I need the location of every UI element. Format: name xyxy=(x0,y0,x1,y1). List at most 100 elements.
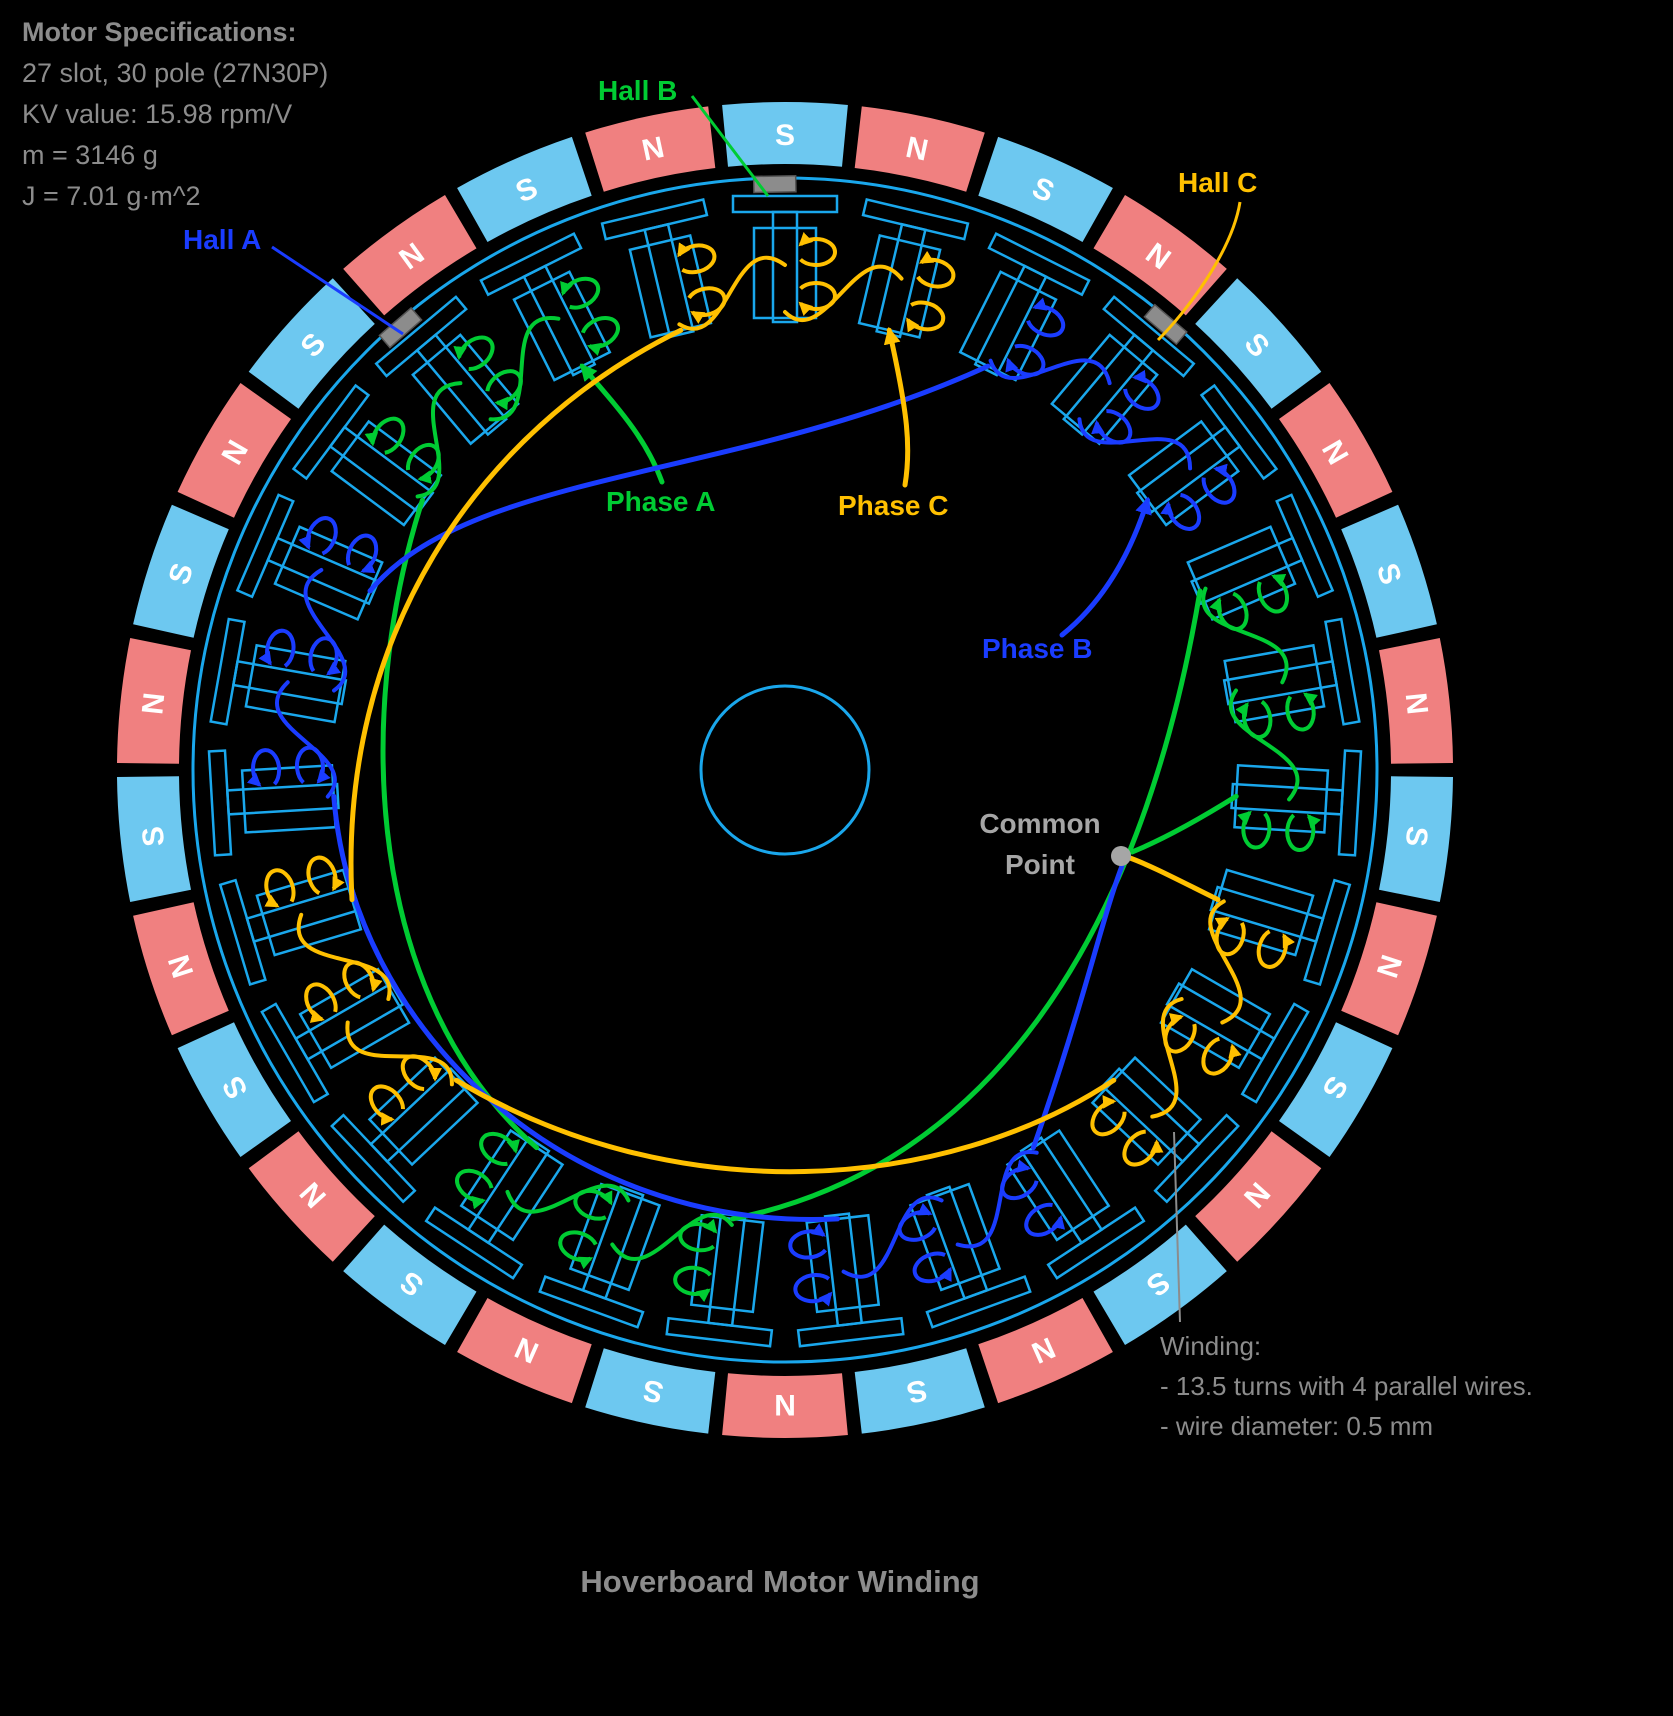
magnet-pole-s xyxy=(722,102,848,167)
winding-note: Winding: - 13.5 turns with 4 parallel wi… xyxy=(1160,1326,1533,1446)
coil-loop xyxy=(304,982,338,1023)
group-connector xyxy=(1228,688,1300,802)
coil-loop xyxy=(1090,1095,1127,1137)
magnet-pole-n xyxy=(457,1298,592,1404)
group-connector xyxy=(1150,997,1184,1119)
magnet-pole-s xyxy=(1279,1022,1393,1157)
coil-loop xyxy=(1201,463,1237,505)
coil-loop xyxy=(1201,1036,1242,1076)
common-point-label: Common Point xyxy=(955,803,1125,885)
motor-specs: Motor Specifications: 27 slot, 30 pole (… xyxy=(22,12,328,217)
coil-loop xyxy=(1235,700,1273,740)
coil-loop xyxy=(264,868,296,908)
magnet-pole-s xyxy=(248,278,375,409)
coil-loop xyxy=(479,1131,520,1167)
magnet-pole-s xyxy=(585,1348,716,1434)
coil-loop xyxy=(560,276,601,310)
group-connector xyxy=(488,316,561,422)
coil-loop xyxy=(298,516,338,556)
magnet-pole-s xyxy=(343,1224,477,1345)
coil-loop xyxy=(1024,1202,1066,1237)
phase-a-arc-right xyxy=(730,588,1203,1222)
phase-b-common-link xyxy=(1030,863,1125,1151)
phase-b-lead xyxy=(1059,496,1152,638)
magnet-pole-s xyxy=(1093,1224,1227,1345)
coil-loop xyxy=(678,1218,718,1253)
coil-loop xyxy=(916,250,956,289)
coil-loop xyxy=(580,316,620,356)
coil-loop xyxy=(897,1203,937,1242)
coil-loop xyxy=(798,281,837,316)
coil-loop xyxy=(1214,916,1246,957)
magnet-pole-s xyxy=(1341,504,1437,638)
stator-tooth-stem xyxy=(581,1185,645,1301)
phase-a-arc-left xyxy=(380,497,540,1151)
coil-loop xyxy=(1123,369,1161,411)
stator-tooth-stem xyxy=(1019,1136,1104,1245)
hall-c-label: Hall C xyxy=(1178,167,1258,198)
coil-loop xyxy=(295,745,331,785)
coil-loop xyxy=(246,748,282,787)
magnet-pole-n xyxy=(343,195,477,316)
phase-c-label: Phase C xyxy=(838,490,949,521)
stator-tooth-stem xyxy=(225,782,340,816)
coil-former xyxy=(908,1182,1002,1292)
stator-tooth-stem xyxy=(328,425,435,514)
group-connector xyxy=(296,912,392,1001)
coil-loop xyxy=(1091,409,1133,445)
coil-former xyxy=(1223,643,1326,724)
magnet-pole-s xyxy=(978,136,1113,242)
coil-loop xyxy=(1122,1129,1164,1167)
coil-loop xyxy=(905,300,946,333)
coil-former xyxy=(752,226,818,320)
hall-a-label: Hall A xyxy=(183,224,262,255)
hall-a-leader-line xyxy=(271,245,404,336)
coil-loop xyxy=(677,242,717,275)
magnet-pole-n xyxy=(177,383,291,518)
group-connector xyxy=(303,568,348,693)
magnet-pole-n xyxy=(1341,902,1437,1036)
hall-sensor-c xyxy=(1143,303,1188,346)
coil-former xyxy=(1050,333,1159,446)
group-connector xyxy=(415,381,463,499)
specs-line-slots-poles: 27 slot, 30 pole (27N30P) xyxy=(22,58,329,88)
coil-loop xyxy=(793,1273,833,1307)
stator-tooth-stem xyxy=(369,1066,470,1164)
magnet-pole-s xyxy=(1195,278,1322,409)
group-connector xyxy=(1077,417,1193,471)
specs-line-kv: KV value: 15.98 rpm/V xyxy=(22,99,293,129)
stator-tooth-stem xyxy=(466,1136,551,1245)
hall-sensor-a xyxy=(378,306,423,349)
magnet-pole-s xyxy=(177,1022,291,1157)
coil-loop xyxy=(364,416,406,455)
page-title: Hoverboard Motor Winding xyxy=(580,1564,980,1599)
magnet-pole-n xyxy=(1195,1131,1322,1262)
coil-loop xyxy=(1237,810,1272,850)
stator-tooth-stem xyxy=(823,1212,864,1328)
coil-former xyxy=(298,967,411,1070)
coil-loop xyxy=(798,232,837,267)
common-point-line1: Common xyxy=(979,808,1101,839)
coil-loop xyxy=(1256,573,1289,614)
coil-loop xyxy=(673,1265,712,1303)
coil-loop xyxy=(1285,692,1318,732)
specs-heading: Motor Specifications: xyxy=(22,17,297,47)
coil-loop xyxy=(405,442,441,484)
phase-b-label: Phase B xyxy=(982,633,1093,664)
stator-tooth-stem xyxy=(231,659,348,706)
magnet-pole-n xyxy=(854,106,985,192)
magnet-pole-n xyxy=(978,1298,1113,1404)
hall-c-leader-line xyxy=(1156,201,1242,342)
shaft-circle xyxy=(699,684,871,856)
magnet-pole-n xyxy=(133,902,229,1036)
hall-sensor-b xyxy=(752,174,797,194)
stator-tooth-stem xyxy=(643,222,695,339)
coil-loop xyxy=(1026,297,1066,338)
winding-note-heading: Winding: xyxy=(1160,1331,1262,1361)
common-point-line2: Point xyxy=(1005,849,1075,880)
group-connector xyxy=(783,264,904,322)
coil-loop xyxy=(368,1084,406,1126)
magnet-pole-n xyxy=(1379,638,1453,764)
magnet-pole-s xyxy=(1379,776,1453,902)
